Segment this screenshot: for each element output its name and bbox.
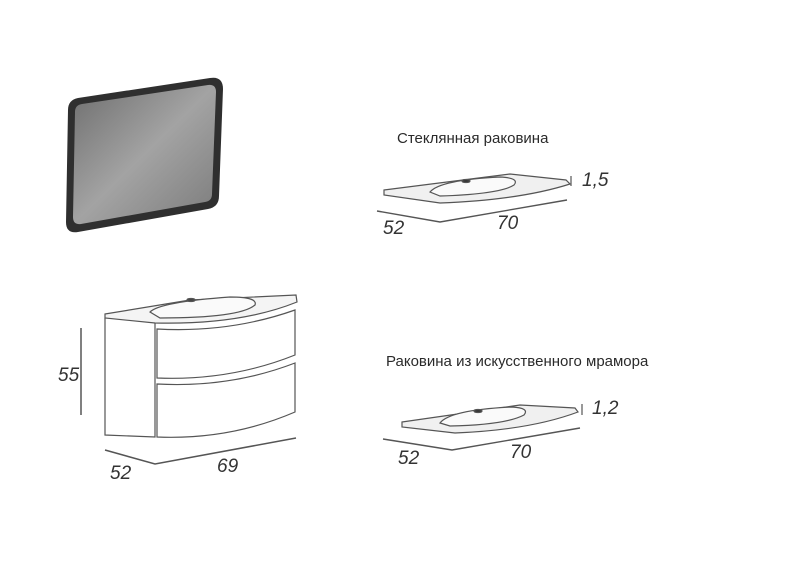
glass-sink-drawing <box>376 173 572 223</box>
marble-sink-thickness-label: 1,2 <box>592 398 619 419</box>
glass-sink-thickness-label: 1,5 <box>582 170 609 191</box>
mirror <box>66 77 223 233</box>
glass-sink-title: Стеклянная раковина <box>397 130 549 147</box>
cabinet-width-label: 69 <box>217 456 239 477</box>
glass-sink-width-label: 70 <box>497 213 519 234</box>
cabinet-depth-label: 52 <box>110 463 132 484</box>
glass-sink-depth-label: 52 <box>383 218 405 239</box>
marble-sink-width-label: 70 <box>510 442 532 463</box>
marble-sink-drawing <box>382 404 583 451</box>
cabinet-height-label: 55 <box>58 365 80 386</box>
cabinet-drawing <box>80 294 298 465</box>
marble-sink-title: Раковина из искусственного мрамора <box>386 353 649 370</box>
marble-sink-depth-label: 52 <box>398 448 420 469</box>
